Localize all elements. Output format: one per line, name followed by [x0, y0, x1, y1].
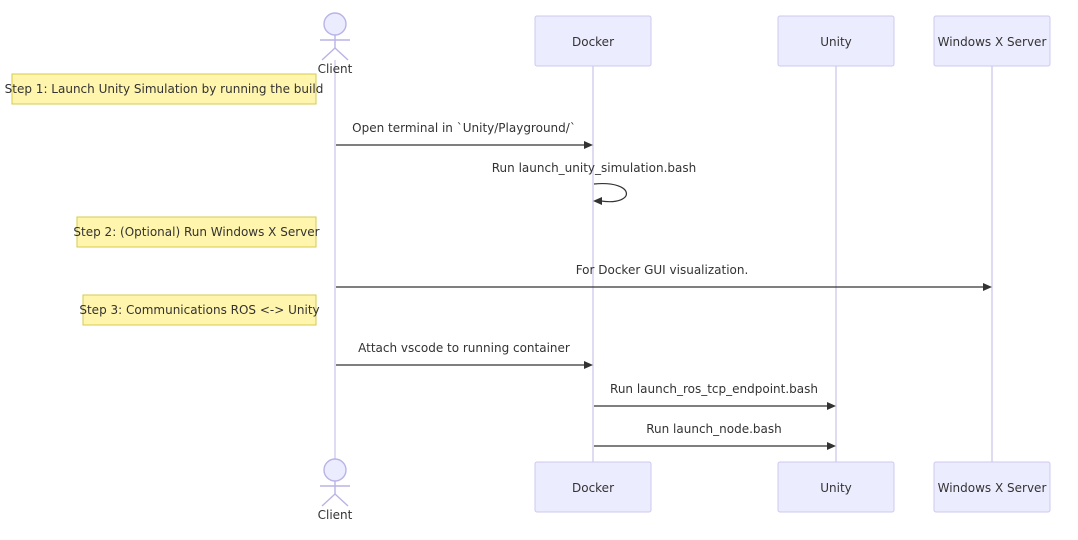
note-step2: Step 2: (Optional) Run Windows X Server	[73, 216, 320, 248]
participant-label-unity-top: Unity	[820, 35, 852, 49]
message-run-launch-unity: Run launch_unity_simulation.bash	[492, 161, 696, 205]
arrowhead-icon	[983, 283, 992, 291]
message-attach-vscode: Attach vscode to running container	[336, 341, 593, 369]
note-step1: Step 1: Launch Unity Simulation by runni…	[5, 73, 324, 105]
participant-label-xserver-top: Windows X Server	[938, 35, 1047, 49]
participant-unity-bottom: Unity	[777, 461, 895, 513]
actor-label-client-bottom: Client	[318, 508, 353, 522]
message-run-launch-node-label: Run launch_node.bash	[646, 422, 782, 436]
note-step1-text: Step 1: Launch Unity Simulation by runni…	[5, 82, 324, 96]
participant-xserver-top: Windows X Server	[933, 15, 1051, 67]
message-attach-vscode-label: Attach vscode to running container	[358, 341, 570, 355]
note-step3: Step 3: Communications ROS <-> Unity	[79, 294, 320, 326]
arrowhead-icon	[827, 442, 836, 450]
participant-docker-bottom: Docker	[534, 461, 652, 513]
message-run-launch-node: Run launch_node.bash	[594, 422, 836, 450]
person-icon	[320, 12, 350, 61]
message-docker-gui-label: For Docker GUI visualization.	[576, 263, 749, 277]
message-open-terminal: Open terminal in `Unity/Playground/`	[336, 121, 593, 149]
participant-label-docker-bottom: Docker	[572, 481, 614, 495]
participant-docker-top: Docker	[534, 15, 652, 67]
message-run-ros-tcp-label: Run launch_ros_tcp_endpoint.bash	[610, 382, 818, 396]
actor-client-top: Client	[318, 12, 353, 76]
actor-client-bottom: Client	[318, 458, 353, 522]
person-icon	[320, 458, 350, 507]
message-docker-gui: For Docker GUI visualization.	[336, 263, 992, 291]
participant-label-unity-bottom: Unity	[820, 481, 852, 495]
arrowhead-icon	[584, 141, 593, 149]
arrowhead-icon	[584, 361, 593, 369]
note-step3-text: Step 3: Communications ROS <-> Unity	[79, 303, 319, 317]
participant-label-xserver-bottom: Windows X Server	[938, 481, 1047, 495]
note-step2-text: Step 2: (Optional) Run Windows X Server	[73, 225, 319, 239]
participant-xserver-bottom: Windows X Server	[933, 461, 1051, 513]
arrowhead-icon	[827, 402, 836, 410]
message-open-terminal-label: Open terminal in `Unity/Playground/`	[352, 121, 576, 135]
message-run-ros-tcp: Run launch_ros_tcp_endpoint.bash	[594, 382, 836, 410]
participant-unity-top: Unity	[777, 15, 895, 67]
actor-label-client-top: Client	[318, 62, 353, 76]
message-run-launch-unity-label: Run launch_unity_simulation.bash	[492, 161, 696, 175]
arrowhead-icon	[593, 197, 602, 205]
participant-label-docker-top: Docker	[572, 35, 614, 49]
